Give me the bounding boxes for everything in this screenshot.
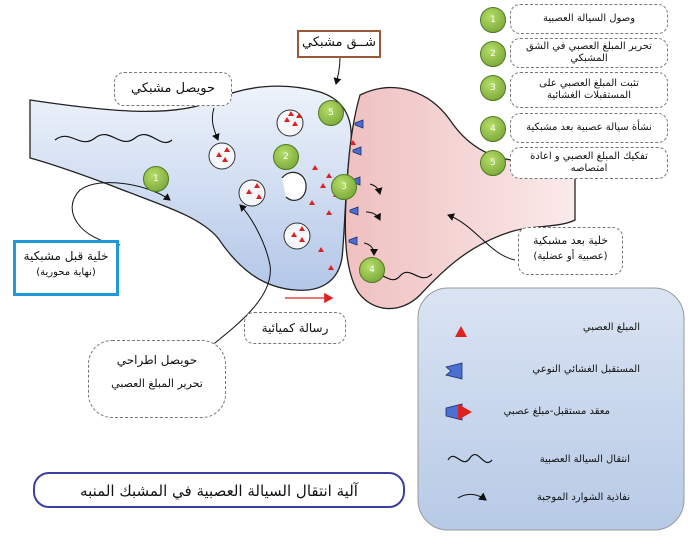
diagram-badge-1: 1 [143,166,169,192]
legend-box [417,287,685,531]
neurotransmitters [216,111,356,270]
vesicles [208,109,311,250]
step-5: 5 تفكيك المبلغ العصبي و اعادة امتصاصه [480,147,680,179]
presynaptic-cell-label: خلية قبل مشبكية [23,249,109,263]
legend-receptor-icon [445,362,463,380]
diagram-badge-5: 5 [318,100,344,126]
step-1: 1 وصول السيالة العصبية [480,4,680,34]
page-title: آلية انتقال السيالة العصبية في المشبك ال… [33,472,405,508]
postsynaptic-cell-box: خلية بعد مشبكية (عصبية أو عضلية) [518,227,623,275]
step-4-label: نشأة سيالة عصبية بعد مشبكية [510,113,668,143]
legend-receptor-label: المستقبل الغشائي النوعي [532,364,640,375]
diagram-badge-3: 3 [331,174,357,200]
postsynaptic-cell-label: خلية بعد مشبكية [532,234,609,247]
step-3-label: تثبت المبلغ العصبي على المستقبلات الغشائ… [510,72,668,108]
chemical-message-label: رسالة كميائية [244,312,346,344]
postsynaptic-cell-sublabel: (عصبية أو عضلية) [533,251,608,262]
postsynaptic-cell [344,87,576,310]
legend-wave-label: انتقال السيالة العصبية [539,454,630,465]
synaptic-cleft-label: شــق مشبكي [297,30,381,58]
step-2: 2 تحرير المبلغ العصبي في الشق المشبكي [480,38,680,68]
impulse-wave-pre [54,133,173,143]
step-5-badge: 5 [480,150,506,176]
step-1-label: وصول السيالة العصبية [510,4,668,34]
legend-ion-arrow-icon [457,492,487,501]
step-4-badge: 4 [480,116,506,142]
legend-neurotransmitter-label: المبلغ العصبي [582,322,640,333]
step-1-badge: 1 [480,7,506,33]
diagram-badge-4: 4 [359,257,385,283]
presynaptic-cell-box: خلية قبل مشبكية (نهاية محورية) [13,240,119,296]
exocytosis-vesicle-label: حويصل اطراحي [116,353,198,367]
exocytosis-pocket [281,171,307,201]
synaptic-vesicle-label: حويصل مشبكي [114,72,232,106]
legend-complex-label: معقد مستقبل-مبلغ عصبي [503,406,610,417]
step-2-badge: 2 [480,41,506,67]
step-3-badge: 3 [480,75,506,101]
transmitter-release-label: تحرير المبلغ العصبي [111,377,203,390]
legend-complex-icon [445,403,472,421]
step-3: 3 تثبت المبلغ العصبي على المستقبلات الغش… [480,72,680,108]
exocytosis-box: حويصل اطراحي تحرير المبلغ العصبي [88,340,226,418]
presynaptic-cell-sublabel: (نهاية محورية) [36,267,96,278]
diagram-badge-2: 2 [273,144,299,170]
legend-wave-icon [447,454,493,463]
step-4: 4 نشأة سيالة عصبية بعد مشبكية [480,113,680,143]
step-2-label: تحرير المبلغ العصبي في الشق المشبكي [510,38,668,68]
legend-neurotransmitter-icon [455,326,467,337]
legend-ion-label: نفاذية الشوارد الموجبة [536,492,630,503]
step-5-label: تفكيك المبلغ العصبي و اعادة امتصاصه [510,147,668,179]
